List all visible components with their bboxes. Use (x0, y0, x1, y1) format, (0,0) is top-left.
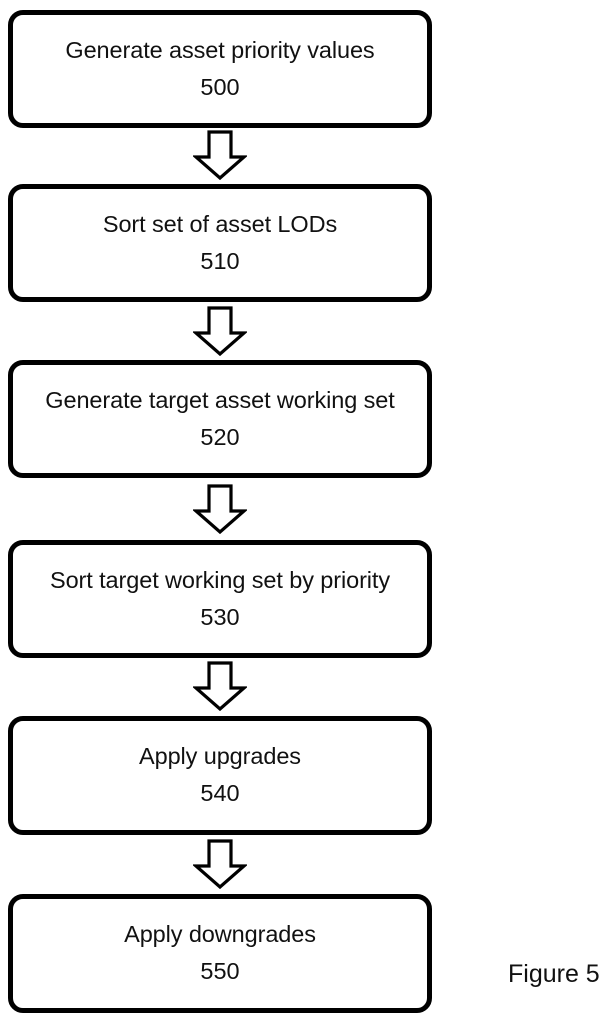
flow-node-label: Apply downgrades (124, 921, 316, 948)
flow-connector-520-530 (193, 484, 247, 534)
flow-node-520: Generate target asset working set 520 (8, 360, 432, 478)
flow-connector-540-550 (193, 839, 247, 889)
flow-node-550: Apply downgrades 550 (8, 894, 432, 1013)
flow-node-530: Sort target working set by priority 530 (8, 540, 432, 658)
down-arrow-icon (193, 839, 247, 889)
flow-node-label: Sort set of asset LODs (102, 210, 338, 237)
down-arrow-icon (193, 306, 247, 356)
figure-caption: Figure 5 (508, 960, 600, 988)
flow-connector-510-520 (193, 306, 247, 356)
down-arrow-icon (193, 130, 247, 180)
flow-node-label: Generate target asset working set (45, 386, 395, 413)
flow-connector-530-540 (193, 661, 247, 711)
flow-node-ref: 510 (200, 247, 240, 274)
flow-node-label: Apply upgrades (139, 743, 301, 770)
down-arrow-icon (193, 484, 247, 534)
flow-node-510: Sort set of asset LODs 510 (8, 184, 432, 302)
flow-node-ref: 520 (200, 423, 240, 450)
flow-node-540: Apply upgrades 540 (8, 716, 432, 835)
flow-node-ref: 550 (200, 958, 240, 984)
flow-node-label: Sort target working set by priority (50, 566, 390, 593)
flow-node-500: Generate asset priority values 500 (8, 10, 432, 128)
flow-node-label: Generate asset priority values (65, 36, 375, 63)
flow-connector-500-510 (193, 130, 247, 180)
down-arrow-icon (193, 661, 247, 711)
flow-node-ref: 530 (200, 603, 240, 630)
flow-node-ref: 500 (200, 73, 240, 100)
flow-node-ref: 540 (200, 780, 240, 806)
